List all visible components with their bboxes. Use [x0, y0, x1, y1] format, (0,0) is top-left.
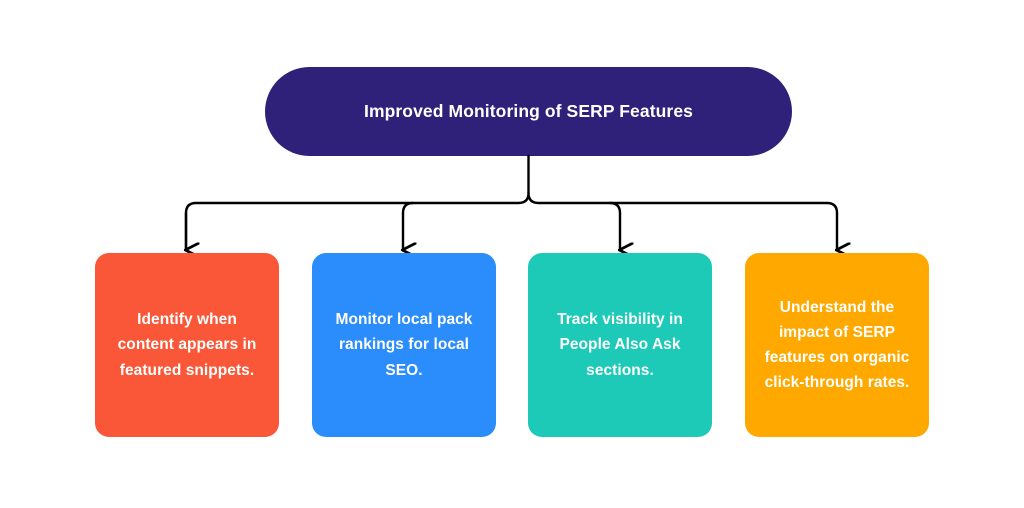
child-card-2-label: Monitor local pack rankings for local SE…	[335, 311, 473, 379]
child-card-3-label: Track visibility in People Also Ask sect…	[557, 311, 683, 379]
connector-bus	[184, 191, 837, 250]
child-card-4-label: Understand the impact of SERP features o…	[764, 298, 910, 392]
connector-arrow-3	[608, 201, 620, 250]
connector-arrow-2	[403, 201, 413, 250]
child-card-4[interactable]: Understand the impact of SERP features o…	[745, 253, 929, 437]
child-card-1[interactable]: Identify when content appears in feature…	[95, 253, 279, 437]
child-card-2[interactable]: Monitor local pack rankings for local SE…	[312, 253, 496, 437]
child-card-3[interactable]: Track visibility in People Also Ask sect…	[528, 253, 712, 437]
root-node-label: Improved Monitoring of SERP Features	[363, 100, 693, 121]
child-card-1-label: Identify when content appears in feature…	[117, 311, 257, 379]
root-node[interactable]: Improved Monitoring of SERP Features	[265, 67, 792, 156]
